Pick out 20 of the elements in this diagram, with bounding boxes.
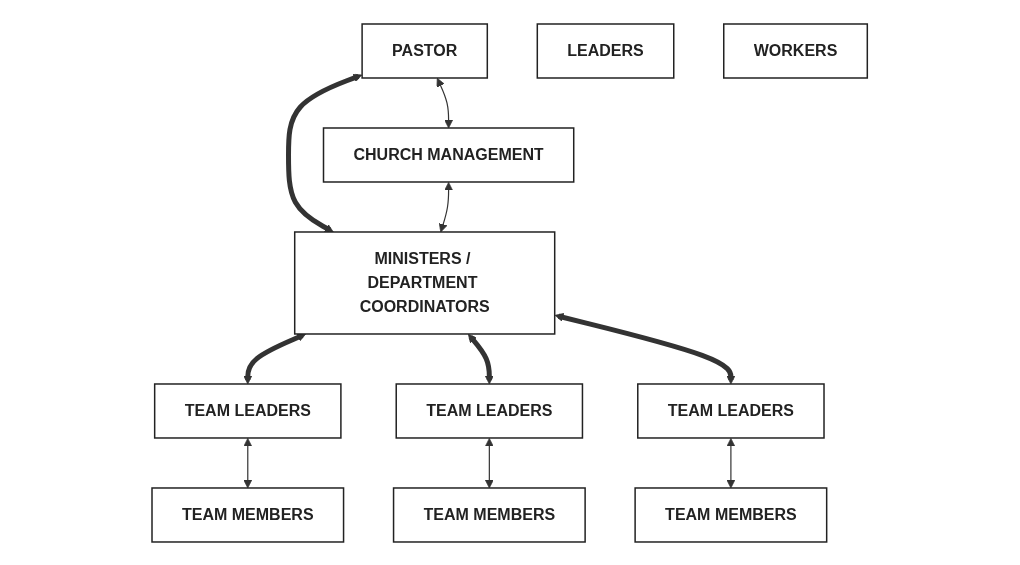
arrow [243, 332, 307, 384]
node-box: LEADERS [536, 22, 675, 79]
node-box: TEAM MEMBERS [634, 486, 828, 543]
node-box: PASTOR [361, 22, 489, 79]
node-box: TEAM MEMBERS [151, 486, 345, 543]
arrow [468, 333, 495, 384]
arrow [726, 437, 736, 488]
node-box: WORKERS [723, 22, 869, 79]
node-box: TEAM LEADERS [637, 382, 826, 439]
node-box: TEAM LEADERS [395, 382, 584, 439]
arrow [439, 181, 454, 232]
arrow [436, 77, 454, 128]
node-box: CHURCH MANAGEMENT [323, 126, 575, 183]
node-box: TEAM MEMBERS [393, 486, 587, 543]
arrow [243, 437, 253, 488]
arrow [485, 437, 495, 488]
node-box: TEAM LEADERS [154, 382, 342, 439]
arrow [555, 312, 736, 384]
node-box: MINISTERS / DEPARTMENT COORDINATORS [294, 230, 556, 335]
arrow [286, 73, 363, 232]
